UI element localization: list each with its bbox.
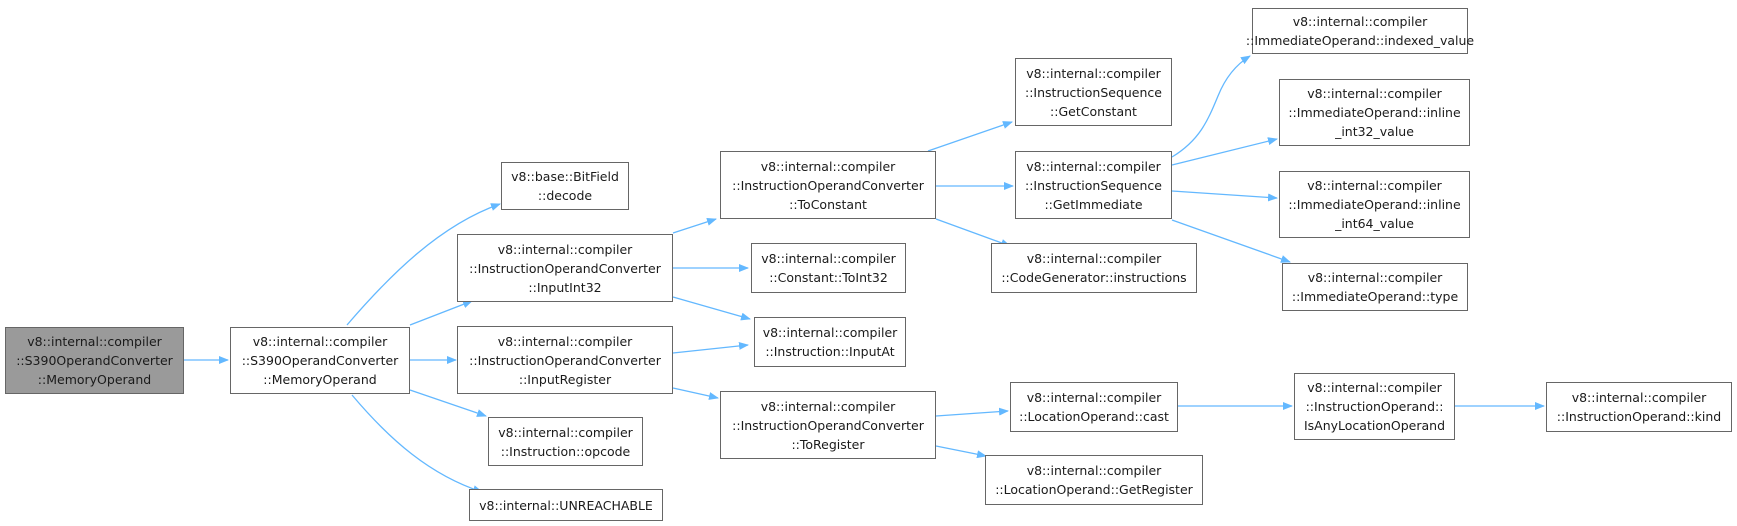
node-label-line: ::LocationOperand::cast <box>1019 409 1169 424</box>
node-instructionoperand-kind[interactable]: v8::internal::compiler ::InstructionOper… <box>1546 382 1732 432</box>
node-instructionoperandconverter-toregister[interactable]: v8::internal::compiler ::InstructionOper… <box>720 391 936 459</box>
node-instructionoperandconverter-inputregister[interactable]: v8::internal::compiler ::InstructionOper… <box>457 326 673 394</box>
node-label-line: v8::internal::compiler <box>497 333 633 349</box>
edge-inputint32-to-toconstant <box>672 217 717 234</box>
node-label-line: IsAnyLocationOperand <box>1303 418 1446 433</box>
node-label-line: ::InputRegister <box>518 371 612 387</box>
node-instructionoperandconverter-inputint32[interactable]: v8::internal::compiler ::InstructionOper… <box>457 234 673 302</box>
node-label-line: v8::internal::compiler <box>1307 178 1442 193</box>
edge-memoryoperand-to-bitfield-decode <box>346 203 501 326</box>
node-locationoperand-cast[interactable]: v8::internal::compiler ::LocationOperand… <box>1010 382 1178 432</box>
node-s390operandconverter-memoryoperand[interactable]: v8::internal::compiler ::S390OperandConv… <box>230 327 410 394</box>
node-label-line: v8::internal::compiler <box>1026 158 1161 174</box>
node-label-line: ::MemoryOperand <box>263 372 377 387</box>
node-immediateoperand-inline-int32-value[interactable]: v8::internal::compiler ::ImmediateOperan… <box>1279 79 1470 146</box>
node-label-line: v8::internal::compiler <box>27 334 162 349</box>
node-label-line: v8::internal::compiler <box>498 424 633 440</box>
node-label-line: ::GetImmediate <box>1044 196 1143 212</box>
node-label-line: ::GetConstant <box>1050 103 1137 119</box>
node-instructionsequence-getconstant[interactable]: v8::internal::compiler ::InstructionSequ… <box>1015 58 1172 126</box>
node-label-line: v8::internal::compiler <box>1571 390 1707 405</box>
node-constant-toint32[interactable]: v8::internal::compiler ::Constant::ToInt… <box>751 243 906 293</box>
node-label-line: ::LocationOperand::GetRegister <box>995 482 1193 497</box>
edge-getimmediate-to-inline-int32 <box>1171 137 1278 166</box>
edge-getimmediate-to-type <box>1171 219 1291 263</box>
node-label-line: v8::base::BitField <box>511 169 619 184</box>
node-label-line: ::ImmediateOperand::inline <box>1288 197 1461 212</box>
node-label-line: v8::internal::UNREACHABLE <box>479 497 653 513</box>
node-label-line: ::InstructionSequence <box>1025 177 1162 193</box>
edge-memoryoperand-to-unreachable <box>351 394 483 494</box>
node-label-line: v8::internal::compiler <box>1026 390 1162 405</box>
node-label-line: ::InstructionOperandConverter <box>469 352 661 368</box>
node-label-line: v8::internal::compiler <box>760 158 896 174</box>
node-label-line: _int32_value <box>1335 124 1414 139</box>
node-label-line: ::ToRegister <box>791 436 865 452</box>
edge-getimmediate-to-indexed-value <box>1171 55 1251 158</box>
node-label-line: ::InstructionOperand::kind <box>1556 409 1722 424</box>
node-immediateoperand-type[interactable]: v8::internal::compiler ::ImmediateOperan… <box>1282 263 1468 311</box>
node-label-line: ::InputInt32 <box>528 279 602 295</box>
node-label-line: ::decode <box>537 188 593 203</box>
node-instructionoperandconverter-toconstant[interactable]: v8::internal::compiler ::InstructionOper… <box>720 151 936 219</box>
edge-toconstant-to-instructions <box>935 218 1011 247</box>
node-bitfield-decode[interactable]: v8::base::BitField ::decode <box>501 162 629 210</box>
node-root-s390operandconverter-memoryoperand[interactable]: v8::internal::compiler ::S390OperandConv… <box>5 327 184 394</box>
node-label-line: v8::internal::compiler <box>1026 251 1162 266</box>
node-instructionoperand-isanylocationoperand[interactable]: v8::internal::compiler ::InstructionOper… <box>1294 373 1455 440</box>
node-codegenerator-instructions[interactable]: v8::internal::compiler ::CodeGenerator::… <box>991 243 1197 293</box>
node-instructionsequence-getimmediate[interactable]: v8::internal::compiler ::InstructionSequ… <box>1015 151 1172 219</box>
node-label-line: ::S390OperandConverter <box>241 353 399 368</box>
node-label-line: ::Constant::ToInt32 <box>769 270 888 285</box>
node-label-line: v8::internal::compiler <box>761 251 896 266</box>
node-label-line: ::CodeGenerator::instructions <box>1001 270 1187 285</box>
edge-memoryoperand-to-inputint32 <box>409 300 473 326</box>
node-label-line: ::InstructionOperandConverter <box>732 417 924 433</box>
node-label-line: v8::internal::compiler <box>1026 65 1161 81</box>
node-label-line: v8::internal::compiler <box>762 325 898 340</box>
node-label-line: v8::internal::compiler <box>252 334 388 349</box>
edge-toregister-to-cast <box>935 407 1009 417</box>
edge-inputregister-to-inputat <box>672 341 749 354</box>
node-label-line: ::Instruction::InputAt <box>765 344 895 359</box>
node-label-line: ::InstructionOperand:: <box>1305 399 1444 414</box>
node-label-line: v8::internal::compiler <box>497 241 633 257</box>
node-immediateoperand-indexed-value[interactable]: v8::internal::compiler ::ImmediateOperan… <box>1246 8 1474 54</box>
node-label-line: ::ImmediateOperand::inline <box>1288 105 1461 120</box>
node-label-line: v8::internal::compiler <box>1292 14 1428 29</box>
node-label-line: v8::internal::compiler <box>1307 270 1443 285</box>
node-label-line: ::InstructionSequence <box>1025 84 1162 100</box>
node-label-line: ::ToConstant <box>789 196 867 212</box>
node-label-line: _int64_value <box>1335 216 1414 231</box>
edge-memoryoperand-to-opcode <box>409 389 487 417</box>
node-instruction-opcode[interactable]: v8::internal::compiler ::Instruction::op… <box>488 417 643 466</box>
node-label-line: ::InstructionOperandConverter <box>732 177 924 193</box>
node-label-line: v8::internal::compiler <box>760 398 896 414</box>
node-label-line: v8::internal::compiler <box>1307 86 1442 101</box>
node-locationoperand-getregister[interactable]: v8::internal::compiler ::LocationOperand… <box>985 455 1203 505</box>
node-unreachable[interactable]: v8::internal::UNREACHABLE <box>469 489 663 521</box>
node-immediateoperand-inline-int64-value[interactable]: v8::internal::compiler ::ImmediateOperan… <box>1279 171 1470 238</box>
node-label-line: ::Instruction::opcode <box>500 443 631 459</box>
node-label-line: v8::internal::compiler <box>1026 463 1162 478</box>
node-label-line: ::ImmediateOperand::indexed_value <box>1245 33 1475 48</box>
edge-getimmediate-to-inline-int64 <box>1171 190 1278 202</box>
edge-toregister-to-getregister <box>935 445 987 459</box>
edge-inputint32-to-inputat <box>672 296 751 321</box>
edge-inputregister-to-toregister <box>672 387 719 400</box>
node-label-line: ::ImmediateOperand::type <box>1291 289 1459 304</box>
node-label-line: v8::internal::compiler <box>1307 380 1442 395</box>
node-instruction-inputat[interactable]: v8::internal::compiler ::Instruction::In… <box>754 317 906 367</box>
node-label-line: ::InstructionOperandConverter <box>469 260 661 276</box>
node-label-line: ::S390OperandConverter <box>16 353 173 368</box>
node-label-line: ::MemoryOperand <box>37 372 152 387</box>
edge-toconstant-to-getconstant <box>927 121 1013 152</box>
